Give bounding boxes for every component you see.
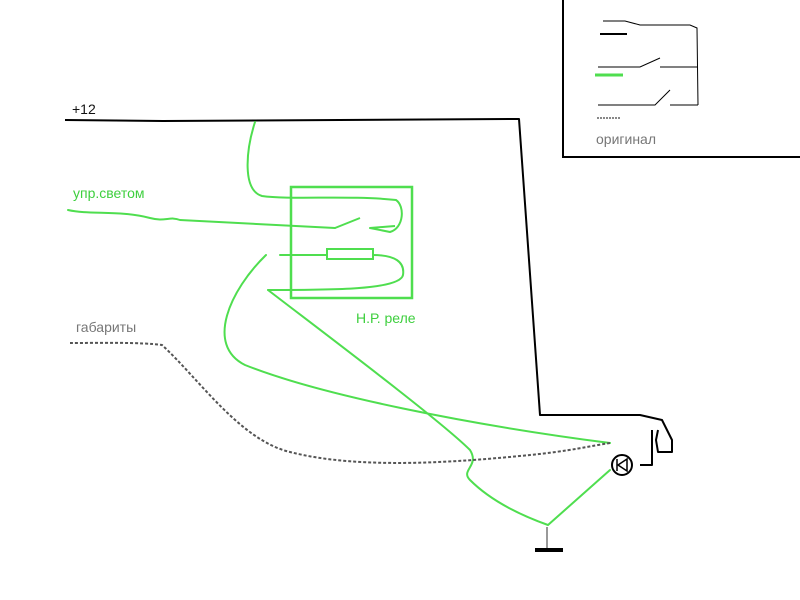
green-wires [67, 121, 611, 526]
wire-plus12 [64, 118, 673, 466]
wire-coil-to-ground [267, 289, 611, 526]
label-plus12: +12 [72, 101, 96, 117]
legend-middle-switch [598, 57, 697, 68]
relay-switch-icon [334, 217, 396, 229]
diode-lamp-icon [611, 454, 633, 476]
wire-clearance [69, 341, 611, 464]
ground-icon [535, 527, 563, 552]
legend-bottom-switch [598, 89, 698, 106]
relay-coil-icon [326, 248, 374, 260]
label-light-control: упр.светом [73, 185, 145, 201]
wire-coil-loop [267, 254, 405, 291]
label-relay: Н.Р. реле [356, 310, 416, 326]
label-original: оригинал [596, 131, 657, 147]
relay-box-icon [289, 185, 414, 300]
wire-to-lamp [223, 254, 611, 444]
legend-original [562, 0, 800, 158]
wire-plus12-to-relay [246, 121, 403, 233]
relay [289, 185, 414, 300]
wire-light-control [67, 209, 336, 229]
label-clearance-lights: габариты [76, 319, 137, 335]
legend-frame [562, 0, 800, 158]
legend-top-contact [603, 20, 699, 106]
